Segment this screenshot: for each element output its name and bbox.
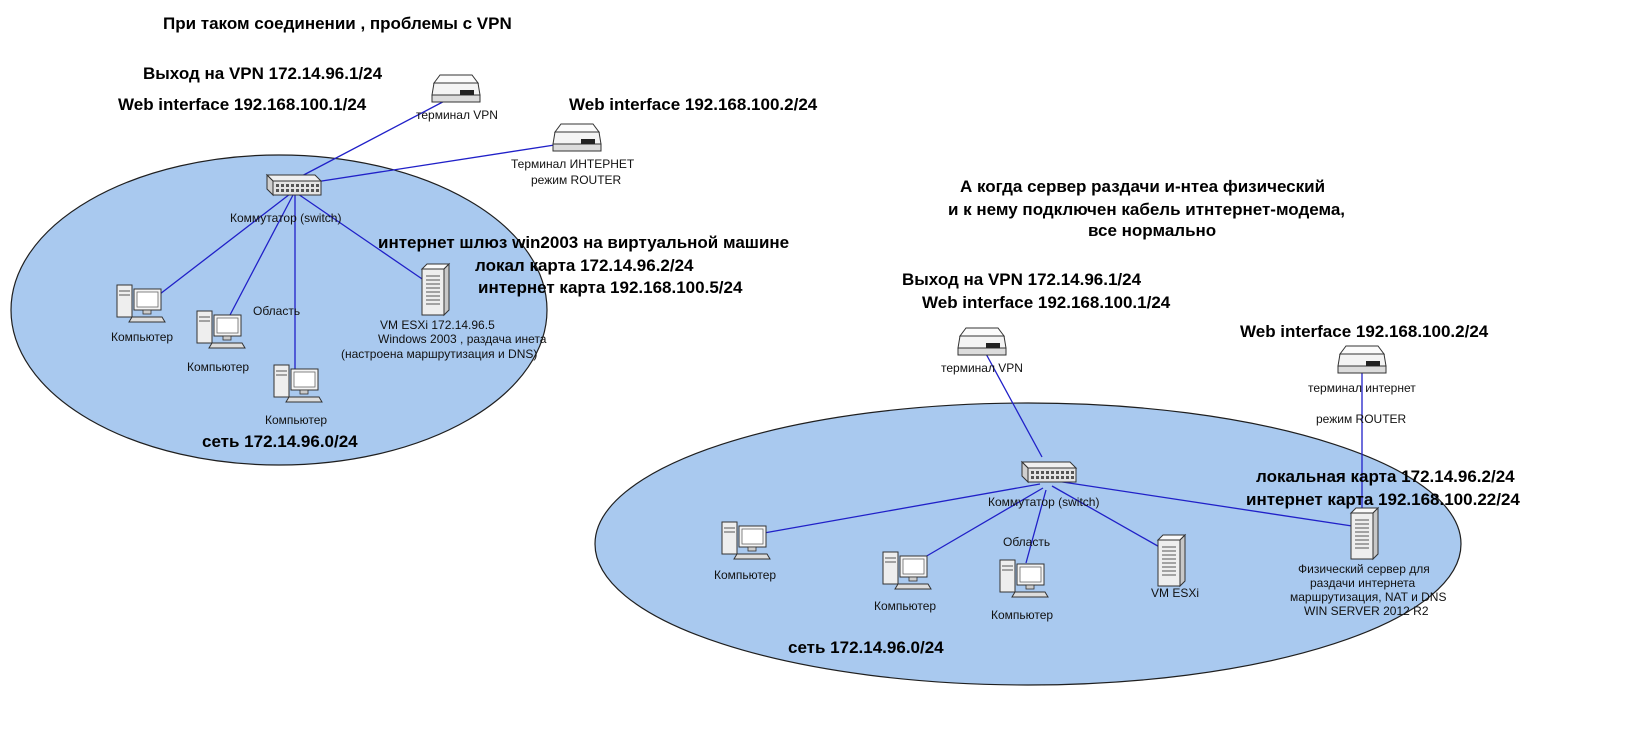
- right-title-3: все нормально: [1088, 221, 1216, 240]
- right-physical-server-icon: [1350, 507, 1379, 560]
- left-vpn-web-label: Web interface 192.168.100.1/24: [118, 95, 367, 114]
- left-vpn-terminal-icon: [431, 74, 481, 103]
- right-vpn-exit-label: Выход на VPN 172.14.96.1/24: [902, 270, 1142, 289]
- right-network-label: сеть 172.14.96.0/24: [788, 638, 944, 657]
- left-switch-label: Коммутатор (switch): [230, 211, 341, 225]
- right-title-2: и к нему подключен кабель итнтернет-моде…: [948, 200, 1345, 219]
- left-link-switch-server: [297, 193, 429, 284]
- right-link-switch-pc2: [924, 487, 1044, 558]
- right-server-label-1: Физический сервер для: [1298, 562, 1430, 576]
- left-computer-2-label: Компьютер: [187, 360, 249, 374]
- right-link-switch-pc1: [763, 483, 1041, 534]
- right-server-label-3: маршрутизация, NAT и DNS: [1290, 590, 1446, 604]
- left-vpn-terminal-label: терминал VPN: [416, 108, 498, 122]
- left-router-label-2: режим ROUTER: [531, 173, 622, 187]
- right-network-area: [594, 402, 1462, 686]
- left-area-label: Область: [253, 304, 300, 318]
- left-vpn-exit-label: Выход на VPN 172.14.96.1/24: [143, 64, 383, 83]
- right-switch-label: Коммутатор (switch): [988, 495, 1099, 509]
- right-router-icon: [1337, 345, 1387, 374]
- right-title-1: А когда сервер раздачи и-нтеа физический: [960, 177, 1325, 196]
- left-computer-1-label: Компьютер: [111, 330, 173, 344]
- left-network-label: сеть 172.14.96.0/24: [202, 432, 358, 451]
- left-server-label-2: Windows 2003 , раздача инета: [378, 332, 547, 346]
- right-area-label: Область: [1003, 535, 1050, 549]
- right-server-label-2: раздачи интернета: [1310, 576, 1415, 590]
- left-link-switch-pc2: [229, 194, 294, 316]
- left-vm-server-icon: [421, 263, 450, 316]
- right-computer-2-label: Компьютер: [874, 599, 936, 613]
- left-router-web-label: Web interface 192.168.100.2/24: [569, 95, 818, 114]
- right-vpn-web-label: Web interface 192.168.100.1/24: [922, 293, 1171, 312]
- right-vpn-terminal-label: терминал VPN: [941, 361, 1023, 375]
- left-title: При таком соединении , проблемы с VPN: [163, 14, 512, 33]
- left-link-switch-router: [295, 141, 575, 186]
- right-router-label-2: режим ROUTER: [1316, 412, 1407, 426]
- left-network-area: [10, 154, 548, 466]
- right-link-switch-pc3: [1025, 489, 1047, 564]
- left-link-switch-vpn: [295, 94, 457, 180]
- left-computer-3-label: Компьютер: [265, 413, 327, 427]
- right-card-label-2: интернет карта 192.168.100.22/24: [1246, 490, 1520, 509]
- right-computer-3-label: Компьютер: [991, 608, 1053, 622]
- right-switch-icon: [1021, 461, 1077, 483]
- right-link-switch-server: [1055, 480, 1353, 527]
- right-server-label-4: WIN SERVER 2012 R2: [1304, 604, 1429, 618]
- left-switch-icon: [266, 174, 322, 196]
- right-link-switch-vm: [1051, 485, 1164, 550]
- right-vm-esxi-icon: [1157, 534, 1186, 587]
- left-gateway-label-1: интернет шлюз win2003 на виртуальной маш…: [378, 233, 789, 252]
- right-vpn-terminal-icon: [957, 327, 1007, 356]
- left-gateway-label-3: интернет карта 192.168.100.5/24: [478, 278, 743, 297]
- left-server-label-1: VM ESXi 172.14.96.5: [380, 318, 495, 332]
- right-link-switch-vpn: [984, 351, 1043, 458]
- right-card-label-1: локальная карта 172.14.96.2/24: [1256, 467, 1515, 486]
- left-router-icon: [552, 123, 602, 152]
- left-link-switch-pc1: [159, 193, 291, 295]
- left-gateway-label-2: локал карта 172.14.96.2/24: [475, 256, 694, 275]
- right-router-label-1: терминал интернет: [1308, 381, 1416, 395]
- right-computer-1-label: Компьютер: [714, 568, 776, 582]
- right-router-web-label: Web interface 192.168.100.2/24: [1240, 322, 1489, 341]
- left-router-label-1: Терминал ИНТЕРНЕТ: [511, 157, 635, 171]
- left-server-label-3: (настроена маршрутизация и DNS): [341, 347, 537, 361]
- right-vm-esxi-label: VM ESXi: [1151, 586, 1199, 600]
